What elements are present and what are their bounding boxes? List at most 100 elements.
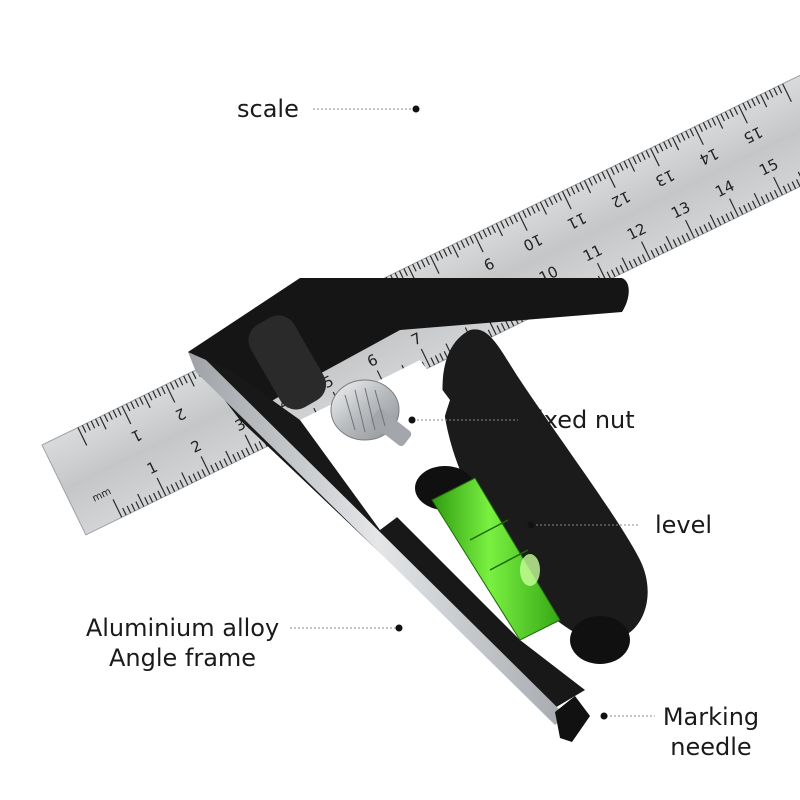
ruler-tick [619, 162, 624, 171]
ruler-tick [636, 154, 642, 163]
ruler-tick [689, 128, 695, 137]
ruler-tick [496, 325, 502, 333]
callout-needle: Marking needle [655, 702, 767, 762]
ruler-tick [703, 224, 709, 232]
ruler-tick [632, 156, 637, 165]
ruler-tick [797, 171, 800, 185]
ruler-tick [77, 427, 88, 446]
ruler-tick [509, 216, 514, 225]
ruler-tick [398, 270, 404, 279]
ruler-tick [716, 115, 724, 129]
ruler-tick [707, 222, 713, 230]
callout-frame-line-1: Aluminium alloy [85, 614, 280, 642]
ruler-tick [504, 218, 510, 227]
ruler-tick [760, 94, 768, 108]
ruler-tick [640, 241, 651, 260]
ruler-tick [245, 447, 251, 456]
frame-edge [188, 352, 566, 725]
ruler-tick [95, 418, 100, 427]
ruler-tick [641, 152, 646, 160]
ruler-tick [407, 266, 415, 280]
ruler-tick [729, 198, 739, 217]
ruler-tick [438, 251, 444, 259]
ruler-tick [583, 180, 592, 194]
ruler-tick [482, 229, 488, 238]
ruler-tick [219, 460, 224, 469]
ruler-tick [420, 259, 426, 268]
ruler-tick [517, 212, 528, 231]
ruler-tick [165, 384, 176, 403]
ruler-tick [655, 247, 660, 256]
ruler-tick [447, 246, 452, 255]
ruler-tick [500, 323, 506, 331]
ruler-tick [178, 377, 184, 386]
ruler-tick [166, 486, 171, 494]
ruler-tick [672, 239, 678, 247]
ruler-tick [183, 375, 188, 384]
ruler-tick [619, 265, 625, 273]
ruler-tick [473, 233, 484, 253]
ruler-tick [764, 92, 770, 100]
ruler-tick [791, 181, 797, 189]
ruler-tick [170, 484, 176, 492]
ruler-tick [611, 269, 616, 278]
ruler-tick [658, 143, 664, 152]
ruler-tick [588, 178, 593, 186]
ruler-tick [665, 235, 673, 250]
ruler-tick [685, 219, 695, 239]
ruler-tick [139, 397, 144, 405]
ruler-tick [526, 208, 532, 216]
ruler-tick [725, 213, 731, 222]
ruler-tick [134, 399, 140, 407]
ruler-tick [126, 505, 132, 514]
ruler-tick [742, 102, 748, 111]
ruler-tick [746, 100, 752, 109]
leader-lines [290, 105, 655, 720]
ruler-tick [553, 195, 558, 203]
clamp-cylinder [248, 315, 327, 410]
ruler-tick [121, 405, 132, 425]
ruler-tick [197, 471, 202, 479]
ruler-tick [743, 204, 748, 213]
callout-scale: scale [237, 95, 299, 123]
ruler-tick [156, 388, 162, 397]
ruler-tick [685, 232, 691, 241]
ruler-tick [210, 464, 215, 473]
marking-needle [555, 696, 590, 742]
ruler-tick [486, 227, 492, 236]
ruler-tick [539, 201, 548, 215]
ruler-tick [464, 238, 470, 246]
ruler-tick [535, 203, 541, 212]
ruler-tick [200, 456, 211, 475]
ruler-tick [570, 186, 576, 195]
ruler-tick [112, 410, 118, 418]
ruler-tick [174, 379, 179, 388]
ruler-tick [663, 141, 668, 150]
ruler-tick [623, 160, 629, 169]
ruler-tick [430, 357, 436, 366]
ruler-tick [782, 185, 788, 194]
ruler-tick [724, 111, 730, 120]
callout-fixed-nut: Fixed nut [525, 406, 635, 434]
ruler-tick [478, 231, 483, 240]
ruler-tick [544, 199, 549, 208]
level-vial [415, 466, 630, 664]
ruler-tick [615, 267, 620, 275]
ruler-tick [548, 197, 554, 206]
ruler-tick [720, 113, 725, 122]
ruler-tick [605, 169, 616, 188]
ruler-tick [181, 472, 189, 486]
ruler-tick [179, 479, 184, 488]
ruler-tick [434, 355, 440, 363]
ruler-tick [103, 414, 109, 423]
ruler-tick [561, 190, 572, 210]
ruler-tick [169, 382, 175, 390]
ruler-tick [531, 205, 536, 214]
ruler-tick [86, 422, 91, 431]
ruler-tick [489, 321, 497, 336]
ruler-tick [429, 255, 440, 274]
ruler-tick [751, 200, 757, 209]
ruler-tick [157, 490, 162, 499]
callout-frame: Aluminium alloy Angle frame [80, 613, 285, 673]
